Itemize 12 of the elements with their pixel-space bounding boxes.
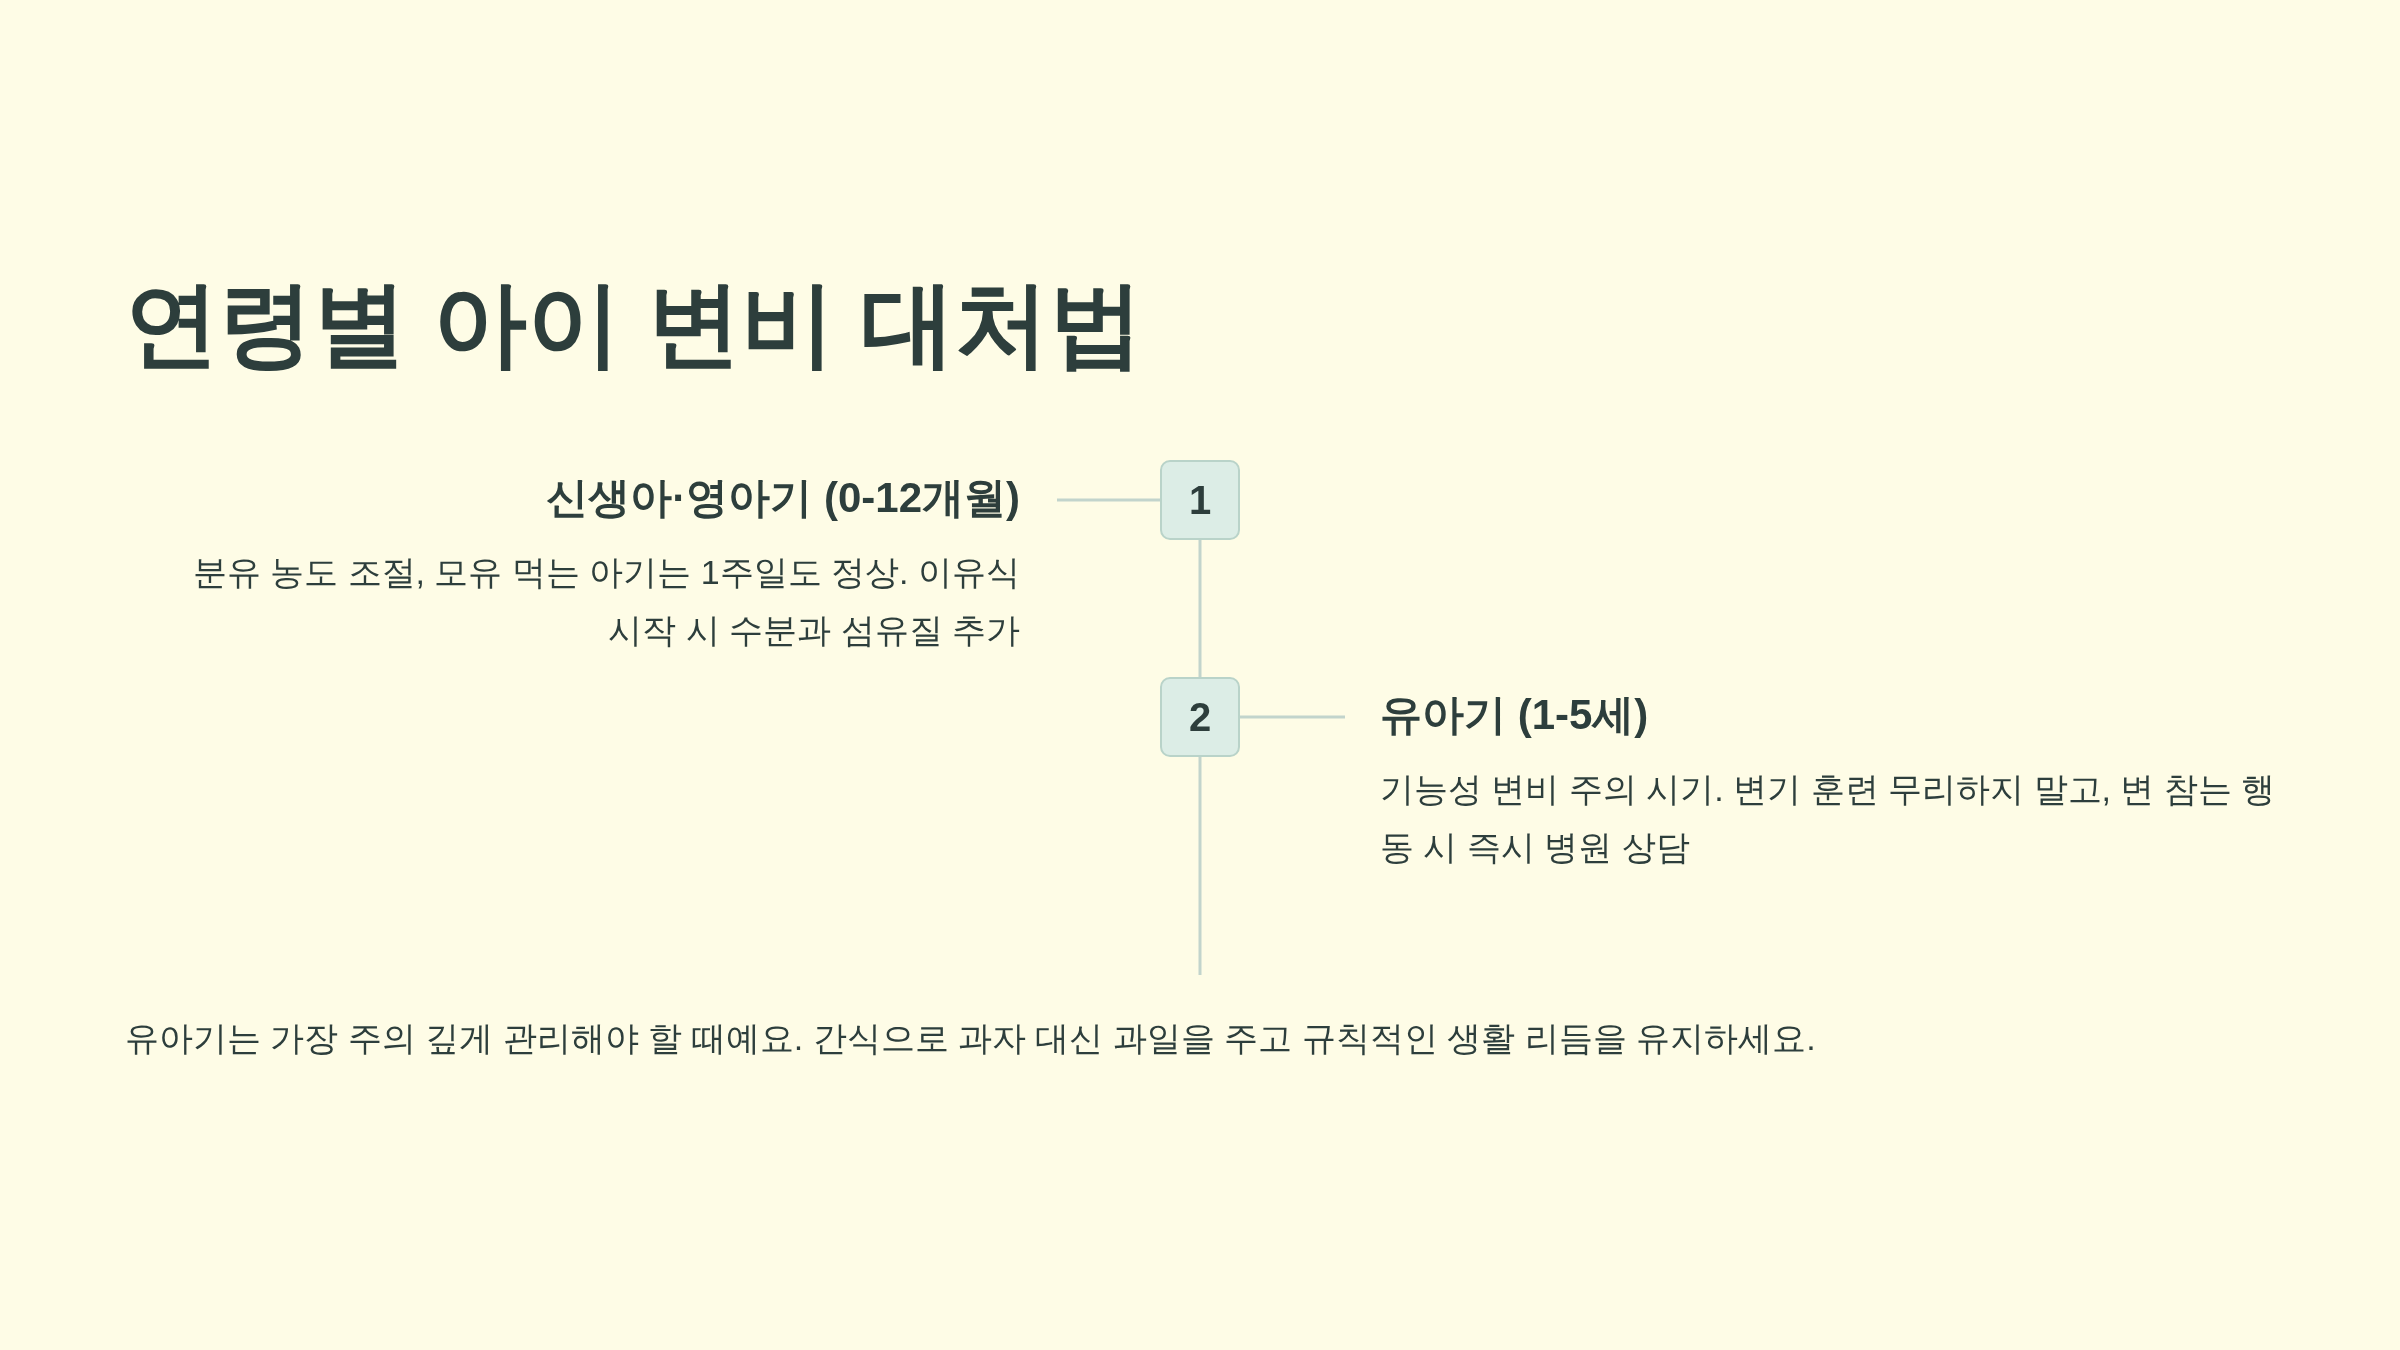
step-description: 기능성 변비 주의 시기. 변기 훈련 무리하지 말고, 변 참는 행동 시 즉시 병원 상담 [1380, 769, 2277, 868]
step-description: 분유 농도 조절, 모유 먹는 아기는 1주일도 정상. 이유식 시작 시 수분과 섬유질 추가 [191, 552, 1020, 651]
connector-line [1240, 715, 1345, 719]
step-number-badge: 2 [1160, 677, 1240, 757]
step-heading: 유아기 (1-5세) [1380, 690, 1650, 740]
connector-line [1198, 540, 1202, 677]
connector-line [1198, 757, 1202, 975]
note-text: 유아기는 가장 주의 깊게 관리해야 할 때예요. 간식으로 과자 대신 과일을 주고 규칙적인 생활 리듬을 유지하세요. [125, 1018, 1816, 1059]
step-number-badge: 1 [1160, 460, 1240, 540]
step-heading: 신생아·영아기 (0-12개월) [545, 473, 1020, 523]
title: 연령별 아이 변비 대처법 [125, 270, 1144, 378]
connector-line [1057, 498, 1160, 502]
